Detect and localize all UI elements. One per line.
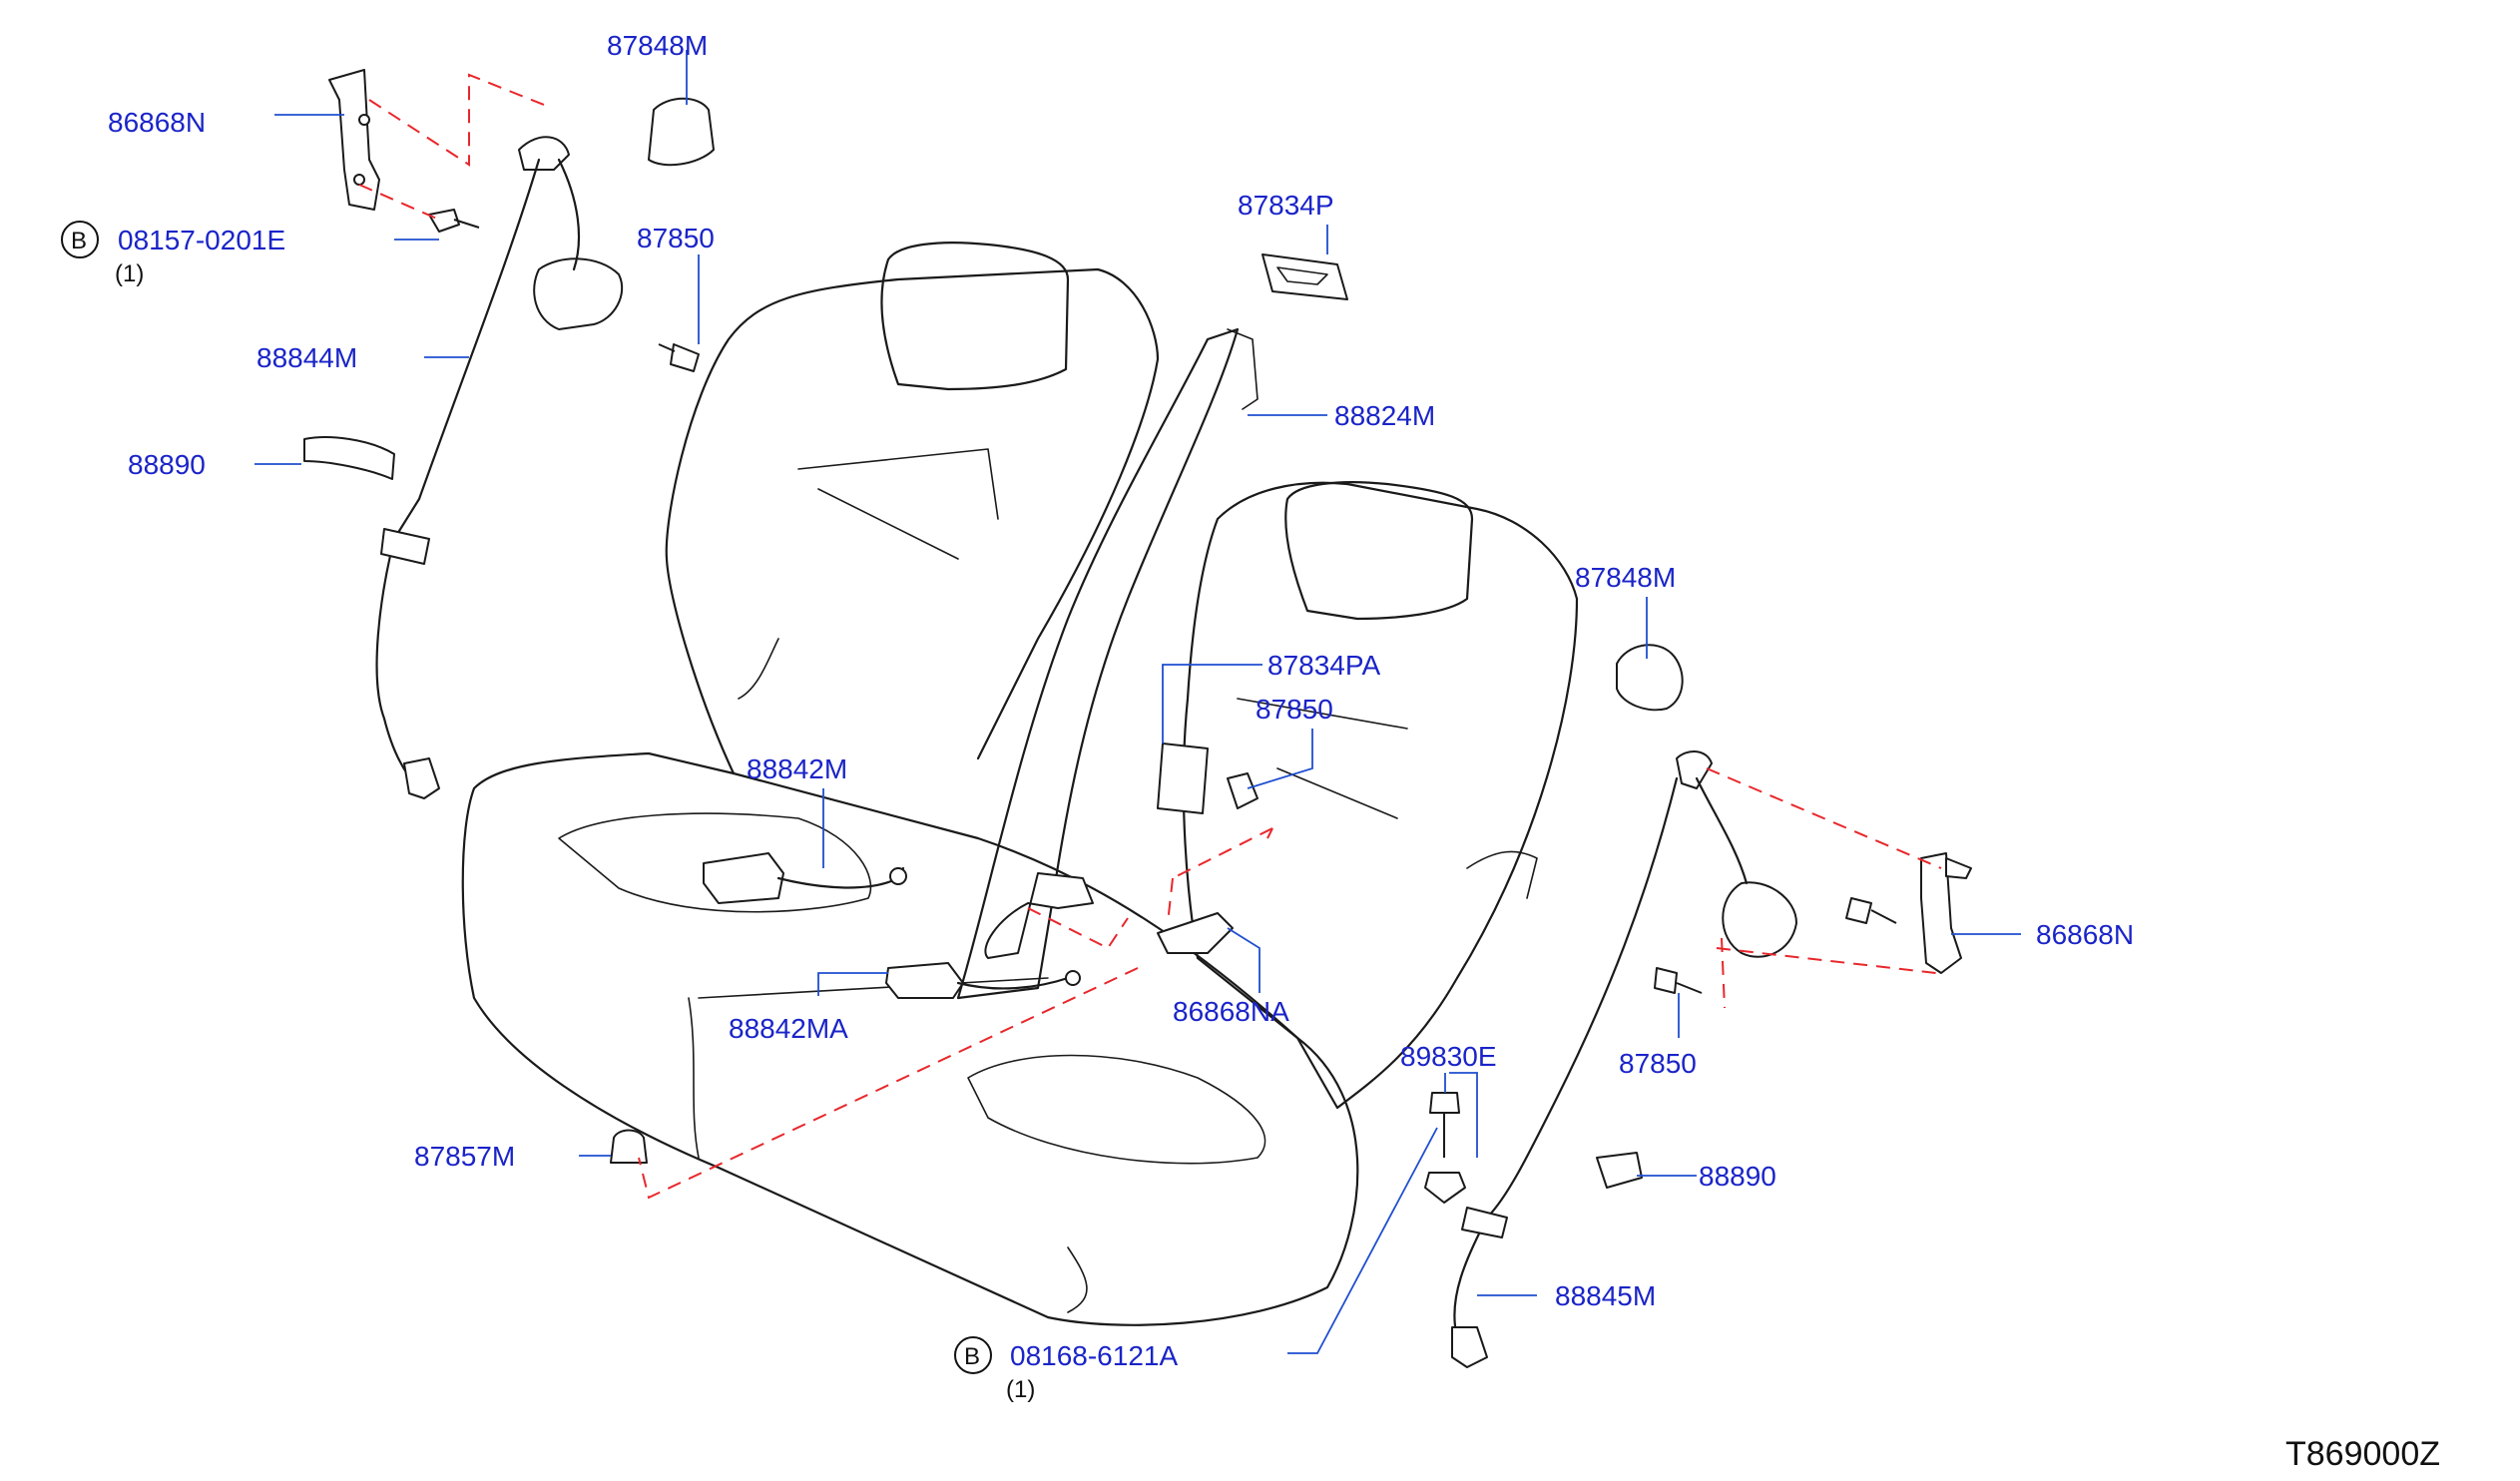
- label-86868NA: 86868NA: [1173, 996, 1289, 1027]
- label-87850-mid: 87850: [1256, 694, 1333, 725]
- leader-lines: [254, 50, 2021, 1354]
- belt-88845M: [1453, 776, 1679, 1339]
- retractor-87850-top: [533, 257, 624, 330]
- bolt-marker-text-1: B: [71, 228, 87, 254]
- label-87850-top: 87850: [637, 223, 715, 253]
- label-87857M: 87857M: [414, 1141, 515, 1172]
- label-87850-right: 87850: [1619, 1048, 1697, 1079]
- label-88890-left: 88890: [128, 449, 206, 480]
- parts: [303, 69, 1972, 1368]
- buckle-88842MA: [885, 962, 964, 999]
- label-88824M: 88824M: [1334, 400, 1435, 431]
- label-88890-right: 88890: [1699, 1161, 1776, 1192]
- belt-88844M: [375, 158, 541, 790]
- label-87834PA: 87834PA: [1267, 650, 1380, 681]
- label-08157-qty: (1): [115, 260, 144, 287]
- diagram-reference-code: T869000Z: [2285, 1435, 2440, 1473]
- center-belt-anchor: [984, 872, 1094, 959]
- nut-87857M: [610, 1129, 648, 1164]
- label-08168-6121A: 08168-6121A: [1010, 1340, 1178, 1371]
- label-86868N-left: 86868N: [108, 107, 206, 138]
- bolt-89830E: [1429, 1092, 1460, 1158]
- bracket-86868N-left: [328, 69, 380, 211]
- clip-87834P: [1261, 253, 1348, 300]
- bolt-marker-text-2: B: [964, 1343, 980, 1370]
- cover-87848M-right: [1616, 644, 1684, 712]
- nut-89830E: [1424, 1172, 1466, 1204]
- retractor-87850-right: [1722, 881, 1797, 958]
- bolt-87850-top: [658, 343, 700, 372]
- label-08168-qty: (1): [1006, 1376, 1035, 1403]
- bolt-marker-circle-1: [61, 221, 99, 258]
- hidden-lines: [358, 73, 1942, 1200]
- cover-87848M-top: [648, 97, 715, 167]
- rear-seat-drawing: [461, 242, 1579, 1326]
- left-seat-back: [665, 267, 1160, 775]
- label-88842M: 88842M: [747, 753, 847, 784]
- center-belt-strap: [956, 327, 1240, 1000]
- cover-87834PA: [1157, 742, 1209, 814]
- part-labels: 86868N 87848M B 08157-0201E (1) 87850 88…: [61, 30, 2440, 1473]
- buckle-88842M: [703, 852, 784, 904]
- bolt-marker-circle-2: [954, 1336, 992, 1374]
- label-08157-0201E: 08157-0201E: [118, 225, 285, 255]
- bolt-87850-right: [1654, 967, 1703, 994]
- right-seat-back: [1182, 481, 1579, 1110]
- bolt-right-retractor: [1845, 897, 1897, 924]
- right-headrest: [1284, 481, 1474, 621]
- label-87834P: 87834P: [1238, 190, 1334, 221]
- bolt-08157-0201E: [428, 209, 480, 233]
- label-87848M-top: 87848M: [607, 30, 708, 61]
- bracket-86868NA: [1157, 912, 1234, 954]
- belt-guide-88890-left: [303, 436, 395, 480]
- bolt-87850-mid: [1227, 772, 1259, 809]
- label-88844M: 88844M: [256, 342, 357, 373]
- label-88842MA: 88842MA: [729, 1013, 848, 1044]
- left-headrest: [880, 242, 1070, 391]
- label-87848M-right: 87848M: [1575, 562, 1676, 593]
- label-88845M: 88845M: [1555, 1280, 1656, 1311]
- label-86868N-right: 86868N: [2036, 919, 2134, 950]
- belt-guide-88890-right: [1596, 1152, 1643, 1189]
- label-89830E: 89830E: [1400, 1041, 1497, 1072]
- seat-cushion: [461, 751, 1359, 1326]
